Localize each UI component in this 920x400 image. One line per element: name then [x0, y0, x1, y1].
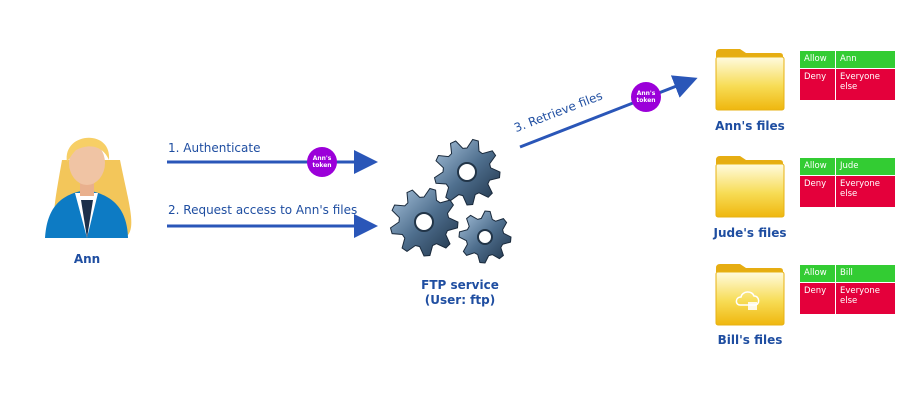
acl-allow-label: Allow	[800, 158, 836, 175]
gears-icon	[389, 138, 512, 264]
acl-table: Allow Jude Deny Everyone else	[800, 158, 895, 207]
folder-name-label: Jude's files	[713, 226, 787, 240]
acl-allow-row: Allow Jude	[800, 158, 895, 175]
acl-table: Allow Ann Deny Everyone else	[800, 51, 895, 100]
acl-deny-label: Deny	[800, 283, 836, 314]
acl-deny-row: Deny Everyone else	[800, 175, 895, 207]
acl-deny-principal: Everyone else	[840, 286, 880, 306]
acl-deny-row: Deny Everyone else	[800, 282, 895, 314]
acl-deny-principal: Everyone else	[840, 72, 880, 92]
acl-allow-principal: Jude	[840, 161, 859, 171]
folder-icon	[715, 49, 785, 111]
token-badge-icon	[631, 82, 661, 112]
acl-table: Allow Bill Deny Everyone else	[800, 265, 895, 314]
acl-deny-label: Deny	[800, 176, 836, 207]
acl-allow-label: Allow	[800, 265, 836, 282]
user-name-label: Ann	[73, 252, 101, 266]
acl-allow-row: Allow Ann	[800, 51, 895, 68]
shared-folder-icon	[715, 264, 785, 326]
acl-allow-label: Allow	[800, 51, 836, 68]
gear-hole-icon	[457, 162, 477, 182]
folder-icon	[715, 156, 785, 218]
acl-allow-principal: Bill	[840, 268, 853, 278]
ftp-service-label: FTP service (User: ftp)	[421, 278, 499, 307]
acl-deny-row: Deny Everyone else	[800, 68, 895, 100]
step-authenticate-label: 1. Authenticate	[168, 141, 261, 155]
acl-deny-label: Deny	[800, 69, 836, 100]
gear-hole-icon	[414, 212, 434, 232]
acl-deny-principal: Everyone else	[840, 179, 880, 199]
folder-name-label: Ann's files	[715, 119, 785, 133]
folder-name-label: Bill's files	[717, 333, 783, 347]
user-avatar-icon	[45, 137, 132, 238]
retrieve-arrow	[519, 75, 698, 149]
gear-hole-icon	[477, 229, 493, 245]
step-request-access-label: 2. Request access to Ann's files	[168, 203, 358, 217]
token-badge-icon	[307, 147, 337, 177]
acl-allow-row: Allow Bill	[800, 265, 895, 282]
acl-allow-principal: Ann	[840, 54, 857, 64]
